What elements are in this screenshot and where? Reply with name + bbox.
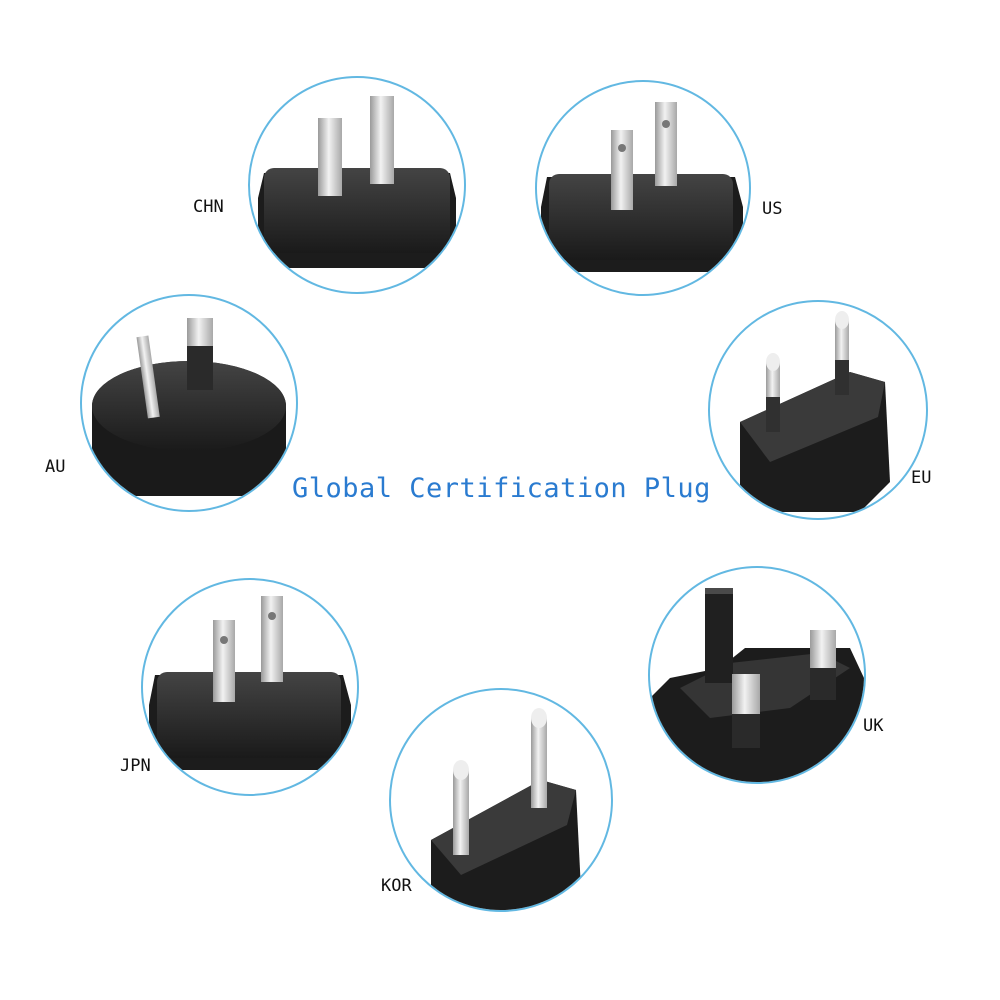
page-title: Global Certification Plug (292, 473, 711, 504)
chn-plug-icon (258, 96, 456, 268)
au-plug-circle (80, 294, 298, 512)
jpn-label: JPN (120, 756, 151, 776)
au-plug-icon (92, 318, 286, 496)
jpn-plug-icon (149, 596, 351, 770)
kor-plug-icon (431, 708, 581, 910)
eu-plug-circle (708, 300, 928, 520)
uk-plug-circle (648, 566, 866, 784)
chn-plug-circle (248, 76, 466, 294)
kor-plug-circle (389, 688, 613, 912)
us-plug-icon (541, 102, 743, 272)
eu-label: EU (911, 468, 932, 488)
chn-label: CHN (193, 197, 224, 217)
uk-plug-icon (650, 588, 864, 782)
uk-label: UK (863, 716, 884, 736)
us-plug-circle (535, 80, 751, 296)
jpn-plug-circle (141, 578, 359, 796)
us-label: US (762, 199, 783, 219)
eu-plug-icon (740, 311, 890, 512)
au-label: AU (45, 457, 66, 477)
kor-label: KOR (381, 876, 412, 896)
